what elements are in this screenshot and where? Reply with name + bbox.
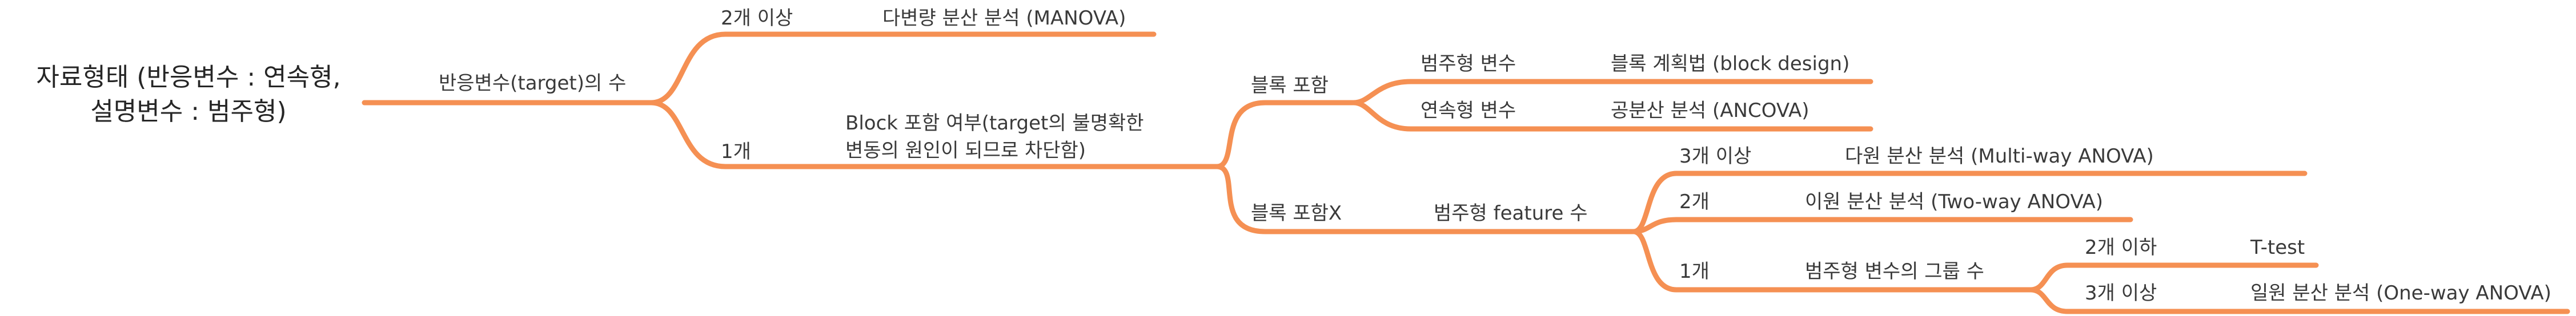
edge-block-continuous	[1351, 100, 1873, 132]
method-manova: 다변량 분산 분석 (MANOVA)	[882, 7, 1126, 30]
node-block-question: Block 포함 여부(target의 불명확한 변동의 원인이 되므로 차단함…	[845, 110, 1144, 164]
method-two-way-anova: 이원 분산 분석 (Two-way ANOVA)	[1805, 191, 2104, 213]
node-feature-count: 범주형 feature 수	[1434, 202, 1588, 225]
edge-single-block-yes	[1214, 100, 1357, 169]
node-one-feature: 1개	[1679, 260, 1710, 283]
node-single-response: 1개	[721, 140, 751, 163]
edge-response-multi	[648, 31, 1157, 106]
edge-single-block-no	[1214, 164, 1636, 234]
block-question-line-1: Block 포함 여부(target의 불명확한	[845, 112, 1144, 135]
node-three-plus-groups: 3개 이상	[2085, 282, 2157, 305]
method-one-way-anova: 일원 분산 분석 (One-way ANOVA)	[2250, 282, 2551, 305]
node-multi-response: 2개 이상	[721, 7, 793, 30]
node-two-features: 2개	[1679, 191, 1710, 213]
node-three-plus-features: 3개 이상	[1679, 145, 1752, 168]
edge-group-three-plus	[2028, 287, 2570, 314]
method-ancova: 공분산 분석 (ANCOVA)	[1611, 99, 1809, 122]
node-block-no: 블록 포함X	[1251, 202, 1342, 225]
edge-feature-one	[1631, 229, 2033, 293]
root-line-1: 자료형태 (반응변수 : 연속형,	[36, 63, 341, 92]
node-group-count: 범주형 변수의 그룹 수	[1805, 260, 1984, 283]
node-response-count: 반응변수(target)의 수	[439, 72, 627, 95]
node-categorical-variable: 범주형 변수	[1421, 52, 1516, 75]
node-two-or-less-groups: 2개 이하	[2085, 236, 2157, 259]
method-block-design: 블록 계획법 (block design)	[1611, 52, 1850, 75]
root-node: 자료형태 (반응변수 : 연속형, 설명변수 : 범주형)	[11, 60, 366, 129]
method-multi-way-anova: 다원 분산 분석 (Multi-way ANOVA)	[1845, 145, 2154, 168]
node-block-yes: 블록 포함	[1251, 74, 1329, 97]
block-question-line-2: 변동의 원인이 되므로 차단함)	[845, 139, 1086, 162]
node-continuous-variable: 연속형 변수	[1421, 99, 1516, 122]
method-t-test: T-test	[2250, 236, 2305, 259]
edge-feature-two	[1631, 217, 2133, 234]
edge-response-single	[648, 100, 1219, 169]
root-line-2: 설명변수 : 범주형)	[90, 97, 287, 126]
